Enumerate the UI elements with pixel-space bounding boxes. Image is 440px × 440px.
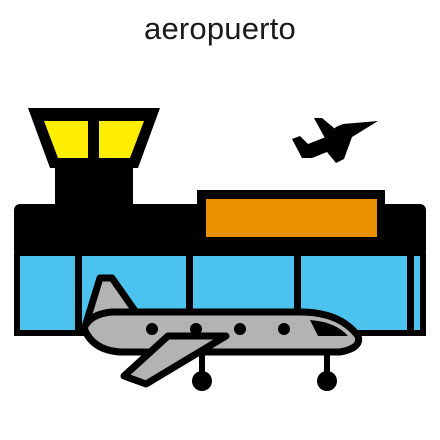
window-mullion <box>407 256 414 330</box>
window-mullion <box>186 256 193 330</box>
window-mullion <box>294 256 301 330</box>
landing-wheel <box>317 371 337 391</box>
plane-fuselage <box>80 308 363 356</box>
jet-airplane-icon <box>80 274 363 391</box>
terminal-building-icon <box>14 190 426 336</box>
tower-window-right <box>99 121 144 158</box>
window-mullion <box>75 256 82 330</box>
plane-cockpit <box>310 320 348 336</box>
tower-cab <box>28 108 160 168</box>
plane-window <box>278 323 290 335</box>
pictogram-label: aeropuerto <box>144 11 296 46</box>
control-tower-icon <box>28 108 160 210</box>
flying-plane-icon <box>292 118 378 163</box>
terminal-sign-panel <box>206 199 377 237</box>
plane-window <box>190 323 202 335</box>
plane-window <box>146 323 158 335</box>
plane-window <box>234 323 246 335</box>
landing-wheel <box>192 371 212 391</box>
plane-wing <box>120 332 230 388</box>
tower-shaft <box>55 160 133 210</box>
tower-window-left <box>44 121 88 158</box>
